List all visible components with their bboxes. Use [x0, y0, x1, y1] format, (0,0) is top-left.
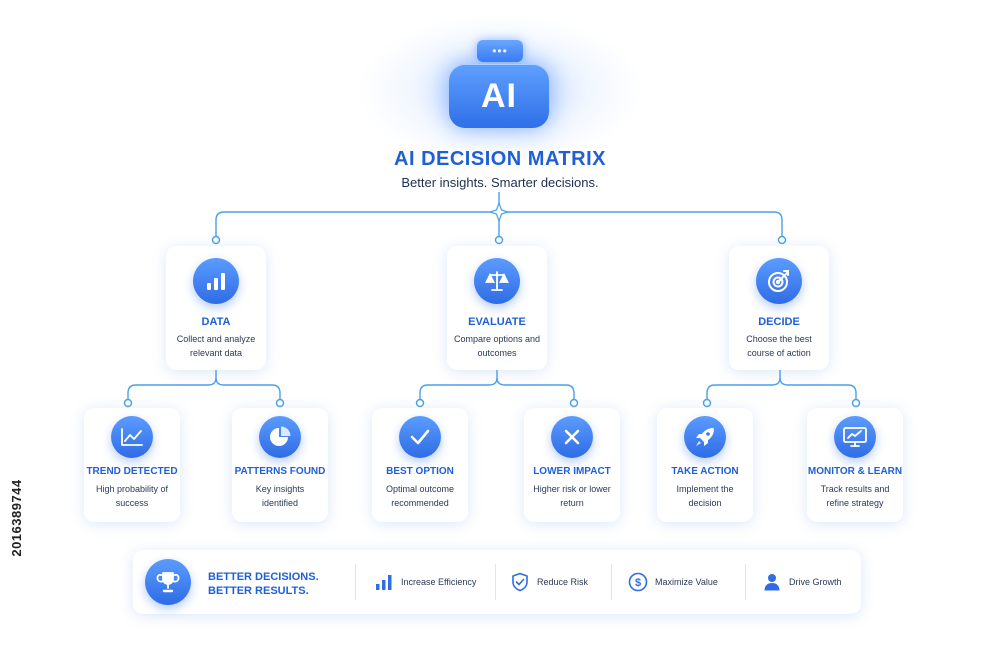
- benefit-label: Increase Efficiency: [401, 577, 477, 587]
- stock-id-text: 2016389744: [9, 479, 24, 557]
- node-description: Collect and analyze relevant data: [176, 334, 256, 358]
- divider: [611, 564, 612, 600]
- node-description: Choose the best course of action: [746, 334, 812, 358]
- target-icon: [756, 258, 802, 304]
- bar-chart-icon: [193, 258, 239, 304]
- svg-text:$: $: [635, 577, 641, 589]
- page-title: AI DECISION MATRIX: [394, 148, 606, 170]
- monitor-chart-icon: [834, 416, 876, 458]
- leaf-best-option: BEST OPTION Optimal outcome recommended: [372, 408, 468, 522]
- leaf-monitor-learn: MONITOR & LEARN Track results and refine…: [807, 408, 903, 522]
- leaf-trend-detected: TREND DETECTED High probability of succe…: [84, 408, 180, 522]
- leaf-title: MONITOR & LEARN: [807, 466, 903, 477]
- divider: [745, 564, 746, 600]
- node-decide: DECIDE Choose the best course of action: [729, 246, 829, 370]
- benefit-label: Reduce Risk: [537, 577, 589, 587]
- scale-icon: [474, 258, 520, 304]
- leaf-description: Implement the decision: [676, 484, 734, 508]
- pie-chart-icon: [259, 416, 301, 458]
- banner-headline-line2: BETTER RESULTS.: [208, 585, 309, 597]
- page-subtitle: Better insights. Smarter decisions.: [401, 175, 599, 190]
- banner-headline: BETTER DECISIONS. BETTER RESULTS.: [208, 570, 319, 598]
- leaf-description: High probability of success: [95, 484, 169, 508]
- trend-line-icon: [111, 416, 153, 458]
- banner-headline-line1: BETTER DECISIONS.: [208, 571, 319, 583]
- trophy-icon: [145, 559, 191, 605]
- node-description: Compare options and outcomes: [453, 334, 541, 358]
- shield-check-icon: [509, 572, 531, 592]
- leaf-title: BEST OPTION: [386, 466, 454, 477]
- leaf-patterns-found: PATTERNS FOUND Key insights identified: [232, 408, 328, 522]
- benefit-label: Drive Growth: [789, 577, 842, 587]
- checkmark-icon: [399, 416, 441, 458]
- badge-dots: •••: [477, 40, 523, 62]
- leaf-title: PATTERNS FOUND: [234, 466, 326, 477]
- divider: [355, 564, 356, 600]
- results-banner: BETTER DECISIONS. BETTER RESULTS. Increa…: [133, 550, 861, 614]
- leaf-description: Higher risk or lower return: [533, 484, 611, 508]
- node-title: DATA: [201, 316, 231, 328]
- bar-chart-icon: [373, 572, 395, 592]
- ai-badge: AI: [449, 64, 549, 128]
- leaf-lower-impact: LOWER IMPACT Higher risk or lower return: [524, 408, 620, 522]
- benefit-maximize-value: $ Maximize Value: [627, 572, 718, 592]
- person-icon: [761, 572, 783, 592]
- ai-badge-text: AI: [481, 76, 517, 115]
- node-evaluate: EVALUATE Compare options and outcomes: [447, 246, 547, 370]
- leaf-description: Track results and refine strategy: [820, 484, 890, 508]
- benefit-drive-growth: Drive Growth: [761, 572, 842, 592]
- leaf-title: LOWER IMPACT: [533, 466, 611, 477]
- node-title: EVALUATE: [468, 316, 526, 328]
- benefit-label: Maximize Value: [655, 577, 718, 587]
- divider: [495, 564, 496, 600]
- leaf-description: Optimal outcome recommended: [385, 484, 455, 508]
- benefit-increase-efficiency: Increase Efficiency: [373, 572, 476, 592]
- leaf-title: TAKE ACTION: [671, 466, 739, 477]
- node-data: DATA Collect and analyze relevant data: [166, 246, 266, 370]
- node-title: DECIDE: [758, 316, 800, 328]
- dollar-circle-icon: $: [627, 572, 649, 592]
- leaf-take-action: TAKE ACTION Implement the decision: [657, 408, 753, 522]
- benefit-reduce-risk: Reduce Risk: [509, 572, 588, 592]
- rocket-icon: [684, 416, 726, 458]
- stock-id-watermark: 2016389744: [8, 418, 24, 618]
- x-mark-icon: [551, 416, 593, 458]
- leaf-title: TREND DETECTED: [86, 466, 178, 477]
- leaf-description: Key insights identified: [255, 484, 305, 508]
